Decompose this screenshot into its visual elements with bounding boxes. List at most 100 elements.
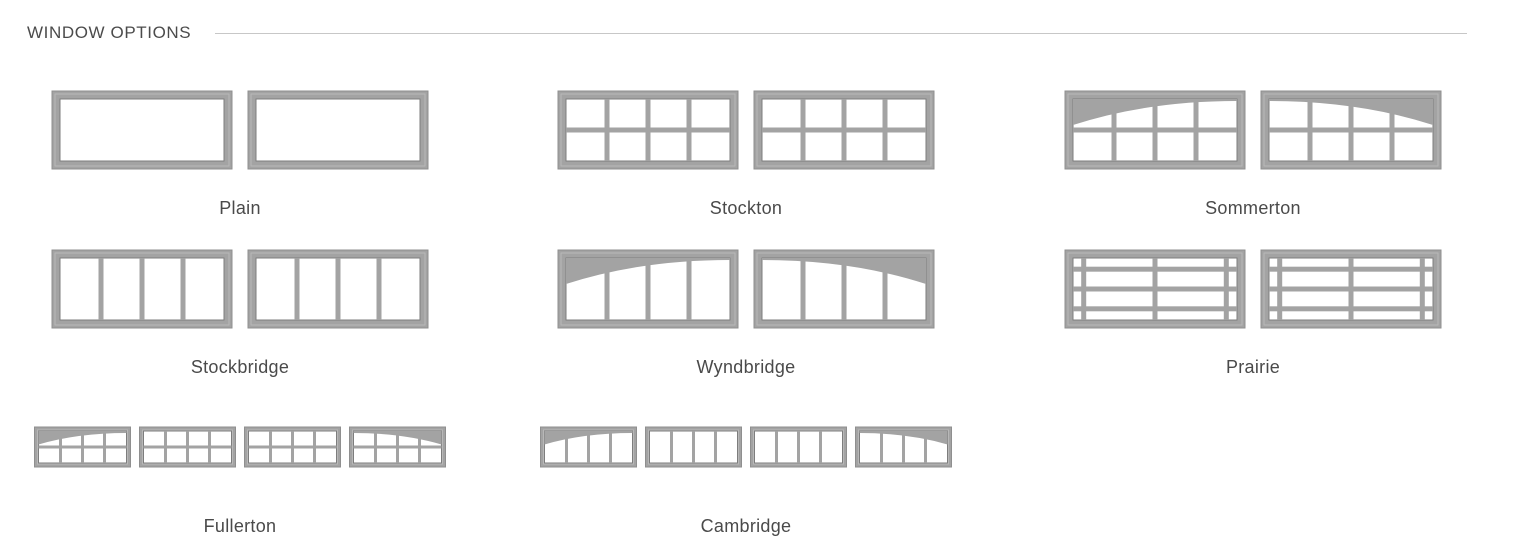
pane-bevel [756,93,932,167]
option-label: Wyndbridge [696,357,796,377]
window-thumbnail-svg [557,249,935,329]
window-thumbnail-svg [51,249,429,329]
pane-bevel [250,93,426,167]
window-thumbnail-cambridge [526,393,966,503]
window-pane [855,426,952,468]
option-sommerton[interactable]: Sommerton [1033,75,1473,225]
muntin-horizontal [566,127,730,133]
muntin-horizontal [1073,306,1237,312]
muntin-horizontal [1269,266,1433,272]
window-thumbnail-plain [20,75,460,185]
pane-glass [59,98,225,162]
muntin-horizontal [248,445,337,449]
pane-bevel [648,429,739,465]
muntin-horizontal [143,445,232,449]
muntin-vertical [335,258,341,320]
window-pane [247,249,429,329]
option-label: Prairie [1225,357,1281,377]
pane-bevel [1263,93,1439,167]
window-thumbnail-svg [557,90,935,170]
pane-bevel [1067,252,1243,326]
section-header: WINDOW OPTIONS [27,20,1467,46]
muntin-vertical [98,258,104,320]
window-thumbnail-stockbridge [20,234,460,344]
muntin-horizontal [1269,306,1433,312]
window-pane [51,249,233,329]
window-thumbnail-sommerton [1033,75,1473,185]
muntin-vertical [880,431,883,463]
option-label: Cambridge [700,516,792,536]
muntin-vertical [841,258,847,320]
option-label: Sommerton [1205,198,1301,218]
muntin-horizontal [353,445,442,449]
muntin-vertical [902,431,905,463]
pane-bevel [543,429,634,465]
muntin-horizontal [1269,286,1433,292]
pane-bevel [753,429,844,465]
window-pane [753,249,935,329]
muntin-vertical [800,258,806,320]
pane-bevel [54,93,230,167]
window-pane [1064,249,1246,329]
muntin-horizontal [1073,286,1237,292]
muntin-horizontal [1073,266,1237,272]
option-plain[interactable]: Plain [20,75,460,225]
muntin-vertical [797,431,800,463]
pane-bevel [54,252,230,326]
muntin-vertical [604,258,610,320]
option-wyndbridge[interactable]: Wyndbridge [526,234,966,384]
option-cambridge[interactable]: Cambridge [526,393,966,543]
muntin-horizontal [1073,127,1237,133]
muntin-vertical [882,258,888,320]
window-thumbnail-svg [51,90,429,170]
muntin-vertical [686,258,692,320]
pane-glass [255,98,421,162]
window-thumbnail-prairie [1033,234,1473,344]
pane-bevel [560,252,736,326]
window-thumbnail-fullerton [20,393,460,503]
window-pane [139,426,236,468]
pane-bevel [858,429,949,465]
window-pane [247,90,429,170]
option-prairie[interactable]: Prairie [1033,234,1473,384]
window-pane [244,426,341,468]
muntin-vertical [819,431,822,463]
muntin-horizontal [1269,127,1433,133]
window-pane [750,426,847,468]
pane-bevel [560,93,736,167]
muntin-vertical [692,431,695,463]
pane-bevel [250,252,426,326]
muntin-vertical [609,431,612,463]
window-thumbnail-svg [1064,90,1442,170]
window-pane [753,90,935,170]
muntin-vertical [139,258,145,320]
muntin-horizontal [762,127,926,133]
pane-bevel [756,252,932,326]
window-pane [540,426,637,468]
window-pane [1064,90,1246,170]
pane-bevel [1263,252,1439,326]
section-divider [215,32,1467,34]
window-thumbnail-svg [34,426,446,468]
muntin-horizontal [38,445,127,449]
option-stockbridge[interactable]: Stockbridge [20,234,460,384]
window-thumbnail-wyndbridge [526,234,966,344]
window-pane [1260,249,1442,329]
option-stockton[interactable]: Stockton [526,75,966,225]
option-fullerton[interactable]: Fullerton [20,393,460,543]
section-title: WINDOW OPTIONS [27,23,192,42]
pane-bevel [37,429,128,465]
option-label: Stockton [709,198,783,218]
muntin-vertical [714,431,717,463]
pane-bevel [142,429,233,465]
window-thumbnail-stockton [526,75,966,185]
window-thumbnail-svg [1064,249,1442,329]
muntin-vertical [565,431,568,463]
window-thumbnail-svg [540,426,952,468]
muntin-vertical [670,431,673,463]
window-pane [51,90,233,170]
window-pane [557,90,739,170]
window-pane [645,426,742,468]
option-label: Stockbridge [190,357,290,377]
window-pane [557,249,739,329]
